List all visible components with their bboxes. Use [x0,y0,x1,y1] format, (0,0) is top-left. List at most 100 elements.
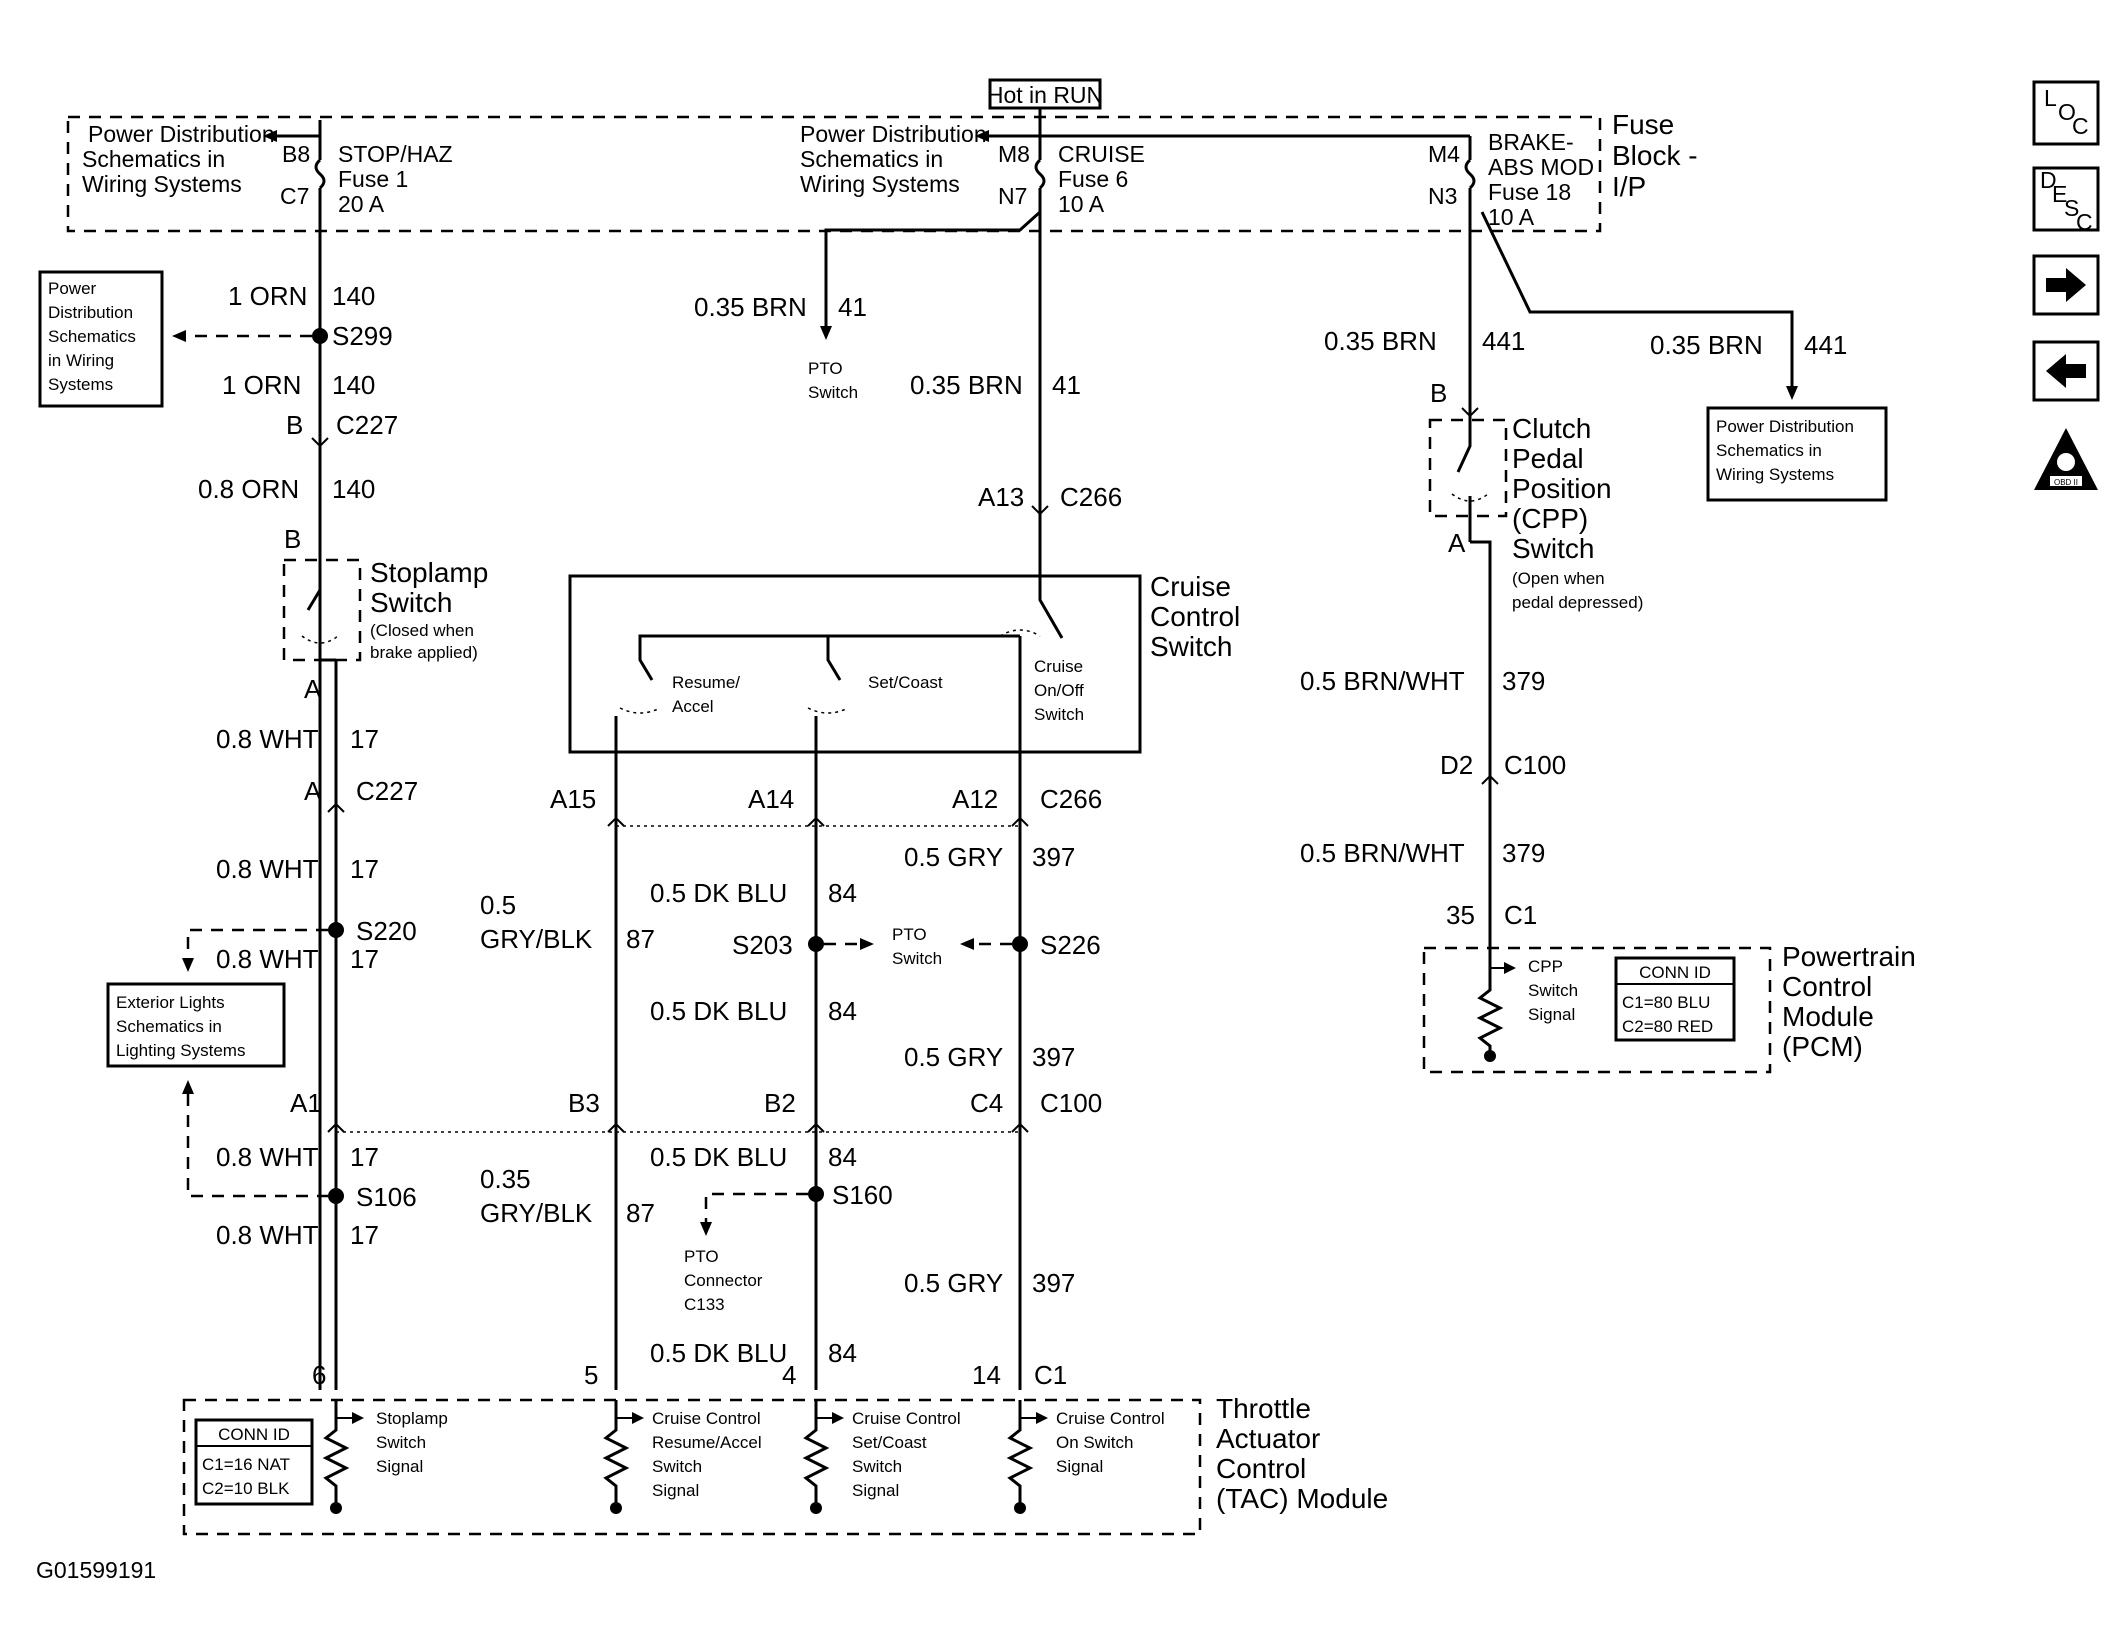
cruise-switch-title-line1: Cruise [1150,571,1231,602]
svg-text:Exterior Lights: Exterior Lights [116,993,225,1012]
pcm-conn-id-header: CONN ID [1639,963,1711,982]
stoplamp-note-line1: (Closed when [370,621,474,640]
circuit-17-a: 17 [350,724,379,754]
desc-button[interactable]: D E S C [2032,166,2100,235]
pcm-conn-id-c1: C1=80 BLU [1622,993,1710,1012]
svg-text:Signal: Signal [1056,1457,1103,1476]
set-circuit-b: 84 [828,996,857,1026]
fuse18-fuse: Fuse 18 [1488,179,1571,205]
cruise-control-switch: Cruise Control Switch Resume/ Accel Set/… [568,570,1240,760]
previous-arrow-icon[interactable] [2032,340,2100,402]
cpp-circuit-c: 379 [1502,666,1545,696]
wire-1-orn-a: 1 ORN [228,281,307,311]
contact-onoff-line1: Cruise [1034,657,1083,676]
set-wire-b: 0.5 DK BLU [650,996,787,1026]
tac-title-line4: (TAC) Module [1216,1483,1388,1514]
pto-connector-line2: Connector [684,1271,763,1290]
fuse6-name: CRUISE [1058,141,1145,167]
tac-pin-14: 14 [972,1360,1001,1390]
hot-in-run-box: Hot in RUN [987,78,1103,110]
svg-text:Cruise Control: Cruise Control [652,1409,761,1428]
svg-text:C: C [2076,209,2093,235]
fuse6-pin-out: N7 [998,183,1027,209]
mid-pto-switch-line2: Switch [892,949,942,968]
loc-button[interactable]: L O C [2032,80,2100,146]
svg-text:Lighting Systems: Lighting Systems [116,1041,245,1060]
svg-text:Systems: Systems [48,375,113,394]
wire-0-8-wht-b: 0.8 WHT [216,854,319,884]
fuse6-reference-line2: Schematics in [800,146,943,172]
splice-s299-label: S299 [332,321,393,351]
next-arrow-icon[interactable] [2032,254,2100,316]
circuit-17-c: 17 [350,944,379,974]
cpp-switch-line3: Position [1512,473,1612,504]
on-wire-b: 0.5 GRY [904,1042,1003,1072]
wire-0-8-orn: 0.8 ORN [198,474,299,504]
connector-c227-top: C227 [336,410,398,440]
circuit-17-b: 17 [350,854,379,884]
fuse1-pin-out: C7 [280,183,309,209]
contact-resume-line2: Accel [672,697,714,716]
tac-input-on: Cruise Control On Switch Signal [1006,1400,1165,1514]
tac-title-line1: Throttle [1216,1393,1311,1424]
pcm-conn-c1: C1 [1504,900,1537,930]
connector-c227-pin-b: B [286,410,303,440]
fuse-block: Fuse Block - I/P [66,109,1698,233]
c266-top: C266 [1060,482,1122,512]
svg-text:Switch: Switch [652,1457,702,1476]
tac-title-line3: Control [1216,1453,1306,1484]
cpp-switch-line5: Switch [1512,533,1594,564]
svg-text:Switch: Switch [852,1457,902,1476]
svg-text:D: D [2040,167,2057,193]
contact-onoff-line3: Switch [1034,705,1084,724]
pcm-module: Powertrain Control Module (PCM) CPP Swit… [1422,941,1916,1074]
fuse-block-label-line1: Fuse [1612,109,1674,140]
cpp-pin-a: A [1448,528,1466,558]
resume-circuit-a: 87 [626,924,655,954]
fuse1-fuse: Fuse 1 [338,166,408,192]
svg-text:Switch: Switch [1528,981,1578,1000]
fuse18-pin-in: M4 [1428,141,1460,167]
obd-ii-warning-icon[interactable]: OBD II [2034,428,2098,490]
svg-text:On Switch: On Switch [1056,1433,1133,1452]
c266-bottom: C266 [1040,784,1102,814]
c100-pin-c4: C4 [970,1088,1003,1118]
svg-text:in Wiring: in Wiring [48,351,114,370]
pto-connector-line3: C133 [684,1295,725,1314]
fuse6-fuse: Fuse 6 [1058,166,1128,192]
c100-right: C100 [1504,750,1566,780]
c266-pin-a13: A13 [978,482,1024,512]
circuit-17-d: 17 [350,1142,379,1172]
on-circuit-a: 397 [1032,842,1075,872]
splice-s160-label: S160 [832,1180,893,1210]
fuse6-reference-line1: Power Distribution [800,121,987,147]
on-wire-a: 0.5 GRY [904,842,1003,872]
wire-0-8-wht-c: 0.8 WHT [216,944,319,974]
svg-text:CPP: CPP [1528,957,1563,976]
pto-connector-line1: PTO [684,1247,719,1266]
fuse1-amps: 20 A [338,191,385,217]
contact-set-coast: Set/Coast [868,673,943,692]
fuse1-reference-line3: Wiring Systems [82,171,242,197]
svg-text:O: O [2058,99,2076,125]
tac-conn-id-c2: C2=10 BLK [202,1479,290,1498]
pcm-pin-35: 35 [1446,900,1475,930]
tac-pin-6: 6 [312,1360,326,1390]
tac-pin-5: 5 [584,1360,598,1390]
contact-resume-line1: Resume/ [672,673,740,692]
tac-input-stoplamp: Stoplamp Switch Signal [322,1400,448,1514]
fuse18-name-line2: ABS MOD [1488,154,1594,180]
svg-text:Power: Power [48,279,97,298]
svg-text:E: E [2052,181,2067,207]
figure-id: G01599191 [36,1557,156,1583]
cpp-circuit-d: 379 [1502,838,1545,868]
cpp-circuit-b: 441 [1804,330,1847,360]
fuse18-amps: 10 A [1488,204,1535,230]
set-circuit-d: 84 [828,1338,857,1368]
svg-text:Schematics in: Schematics in [1716,441,1822,460]
splice-s226-label: S226 [1040,930,1101,960]
splice-s299 [312,328,328,344]
c100-pin-b2: B2 [764,1088,796,1118]
cpp-note-line2: pedal depressed) [1512,593,1643,612]
